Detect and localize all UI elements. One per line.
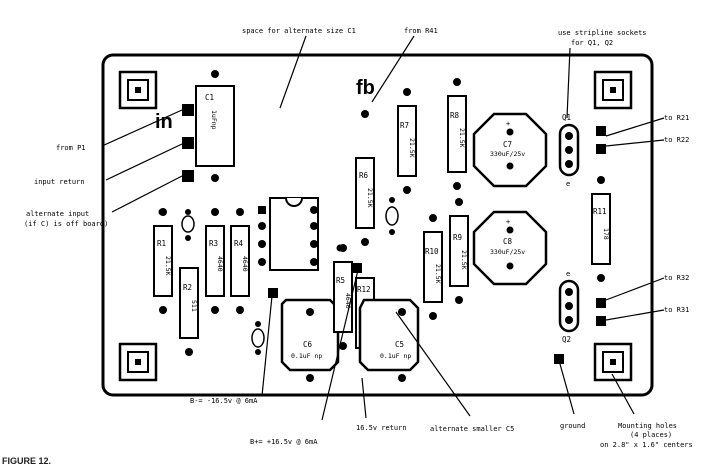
pad	[158, 208, 166, 216]
c6-value: 0.1uF np	[291, 352, 322, 360]
bplus-label: B+= +16.5v @ 6mA	[250, 438, 318, 446]
r3-ref: R3	[209, 239, 218, 248]
resistor-r1: R1 21.5K	[153, 208, 173, 314]
c7-ref: C7	[503, 140, 512, 149]
c6-ref: C6	[303, 340, 313, 349]
small-capacitor	[251, 321, 265, 355]
bminus-label: B-= -16.5v @ 6mA	[190, 397, 258, 405]
pad-r22	[596, 144, 606, 154]
r11-ref: R11	[593, 207, 607, 216]
space-c1-label: space for alternate size C1	[242, 27, 356, 35]
mounting-hole	[593, 342, 633, 382]
return-pad	[352, 263, 362, 273]
to-r21-label: to R21	[664, 114, 689, 122]
r4-value: 4640	[241, 256, 249, 272]
capacitor-c6: C6 0.1uF np	[280, 298, 340, 382]
resistor-r10: R10 21.5K	[423, 214, 443, 320]
transistor-q2-socket: e Q2	[558, 270, 580, 344]
r12-ref: R12	[357, 285, 371, 294]
r8-ref: R8	[450, 111, 460, 120]
alt-input-label-2: (if C) is off board)	[24, 220, 108, 228]
capacitor-c7: + C7 330uF/25v	[472, 112, 548, 188]
small-capacitor	[385, 197, 399, 235]
r9-ref: R9	[453, 233, 462, 242]
capacitor-c8: + C8 330uF/25v	[472, 210, 548, 286]
c1-ref: C1	[205, 93, 214, 102]
stripline-label: use stripline sockets	[558, 29, 647, 37]
mounting-hole	[118, 70, 158, 110]
mounting-label-2: (4 places)	[630, 431, 672, 439]
leader-lines	[101, 35, 665, 421]
resistor-r4: R4 4640	[230, 208, 250, 314]
r8-value: 21.5K	[458, 128, 466, 148]
r1-ref: R1	[157, 239, 166, 248]
resistor-r2: R2 511	[179, 267, 199, 356]
resistor-r8: R8 21.5K	[447, 78, 467, 190]
ground-label: ground	[560, 422, 585, 430]
pad-r31	[596, 316, 606, 326]
mounting-label: Mounting holes	[618, 422, 677, 430]
alt-input-label: alternate input	[26, 210, 89, 218]
r6-value: 21.5K	[366, 188, 374, 208]
ic-socket	[258, 197, 319, 271]
in-label: in	[155, 111, 173, 133]
stripline-label-2: for Q1, Q2	[571, 39, 613, 47]
r6-ref: R6	[359, 171, 369, 180]
mounting-hole	[593, 70, 633, 110]
input-return-label: input return	[34, 178, 85, 186]
r5-ref: R5	[336, 276, 345, 285]
r4-ref: R4	[234, 239, 244, 248]
to-r31-label: to R31	[664, 306, 689, 314]
alt-c5-label: alternate smaller C5	[430, 425, 514, 433]
c1-value: 1uFnp	[210, 110, 218, 130]
r11-value: 178	[602, 228, 610, 240]
r2-ref: R2	[183, 283, 192, 292]
resistor-r11: R11 178	[591, 176, 611, 282]
r9-value: 21.5K	[460, 250, 468, 270]
to-r32-label: to R32	[664, 274, 689, 282]
to-r22-label: to R22	[664, 136, 689, 144]
figure-caption: FIGURE 12.	[2, 456, 51, 466]
r3-value: 4640	[216, 256, 224, 272]
r2-value: 511	[190, 300, 198, 312]
r1-value: 21.5K	[164, 256, 172, 276]
mounting-hole	[118, 342, 158, 382]
from-r41-label: from R41	[404, 27, 438, 35]
return-label: 16.5v return	[356, 424, 407, 432]
input-pads	[182, 104, 194, 182]
resistor-r7: R7 21.5K	[397, 88, 417, 194]
resistor-r3: R3 4640	[205, 208, 225, 314]
resistor-r9: R9 21.5K	[449, 198, 469, 304]
small-capacitor	[181, 209, 195, 241]
c8-value: 330uF/25v	[490, 248, 525, 256]
plus-sign-icon: +	[506, 120, 510, 128]
bminus-pad	[268, 288, 278, 298]
c5-value: 0.1uF np	[380, 352, 411, 360]
capacitor-c1: C1 1uFnp	[195, 70, 235, 182]
c7-value: 330uF/25v	[490, 150, 525, 158]
fb-label: fb	[356, 77, 375, 99]
emitter-mark: e	[566, 270, 570, 278]
r7-ref: R7	[400, 121, 409, 130]
c8-ref: C8	[503, 237, 513, 246]
mounting-label-3: on 2.8" x 1.6" centers	[600, 441, 693, 449]
pad-r32	[596, 298, 606, 308]
r7-value: 21.5K	[408, 138, 416, 158]
r10-ref: R10	[425, 247, 439, 256]
plus-sign-icon: +	[506, 218, 510, 226]
r10-value: 21.5K	[434, 264, 442, 284]
q2-ref: Q2	[562, 335, 571, 344]
ground-pad	[554, 354, 564, 364]
pad-r21	[596, 126, 606, 136]
r5-value: 4640	[344, 293, 352, 309]
emitter-mark: e	[566, 180, 570, 188]
pad	[336, 244, 344, 252]
capacitor-c5: C5 0.1uF np	[358, 298, 420, 382]
c5-ref: C5	[395, 340, 404, 349]
resistor-r6: R6 21.5K	[355, 110, 375, 246]
from-p1-label: from P1	[56, 144, 86, 152]
